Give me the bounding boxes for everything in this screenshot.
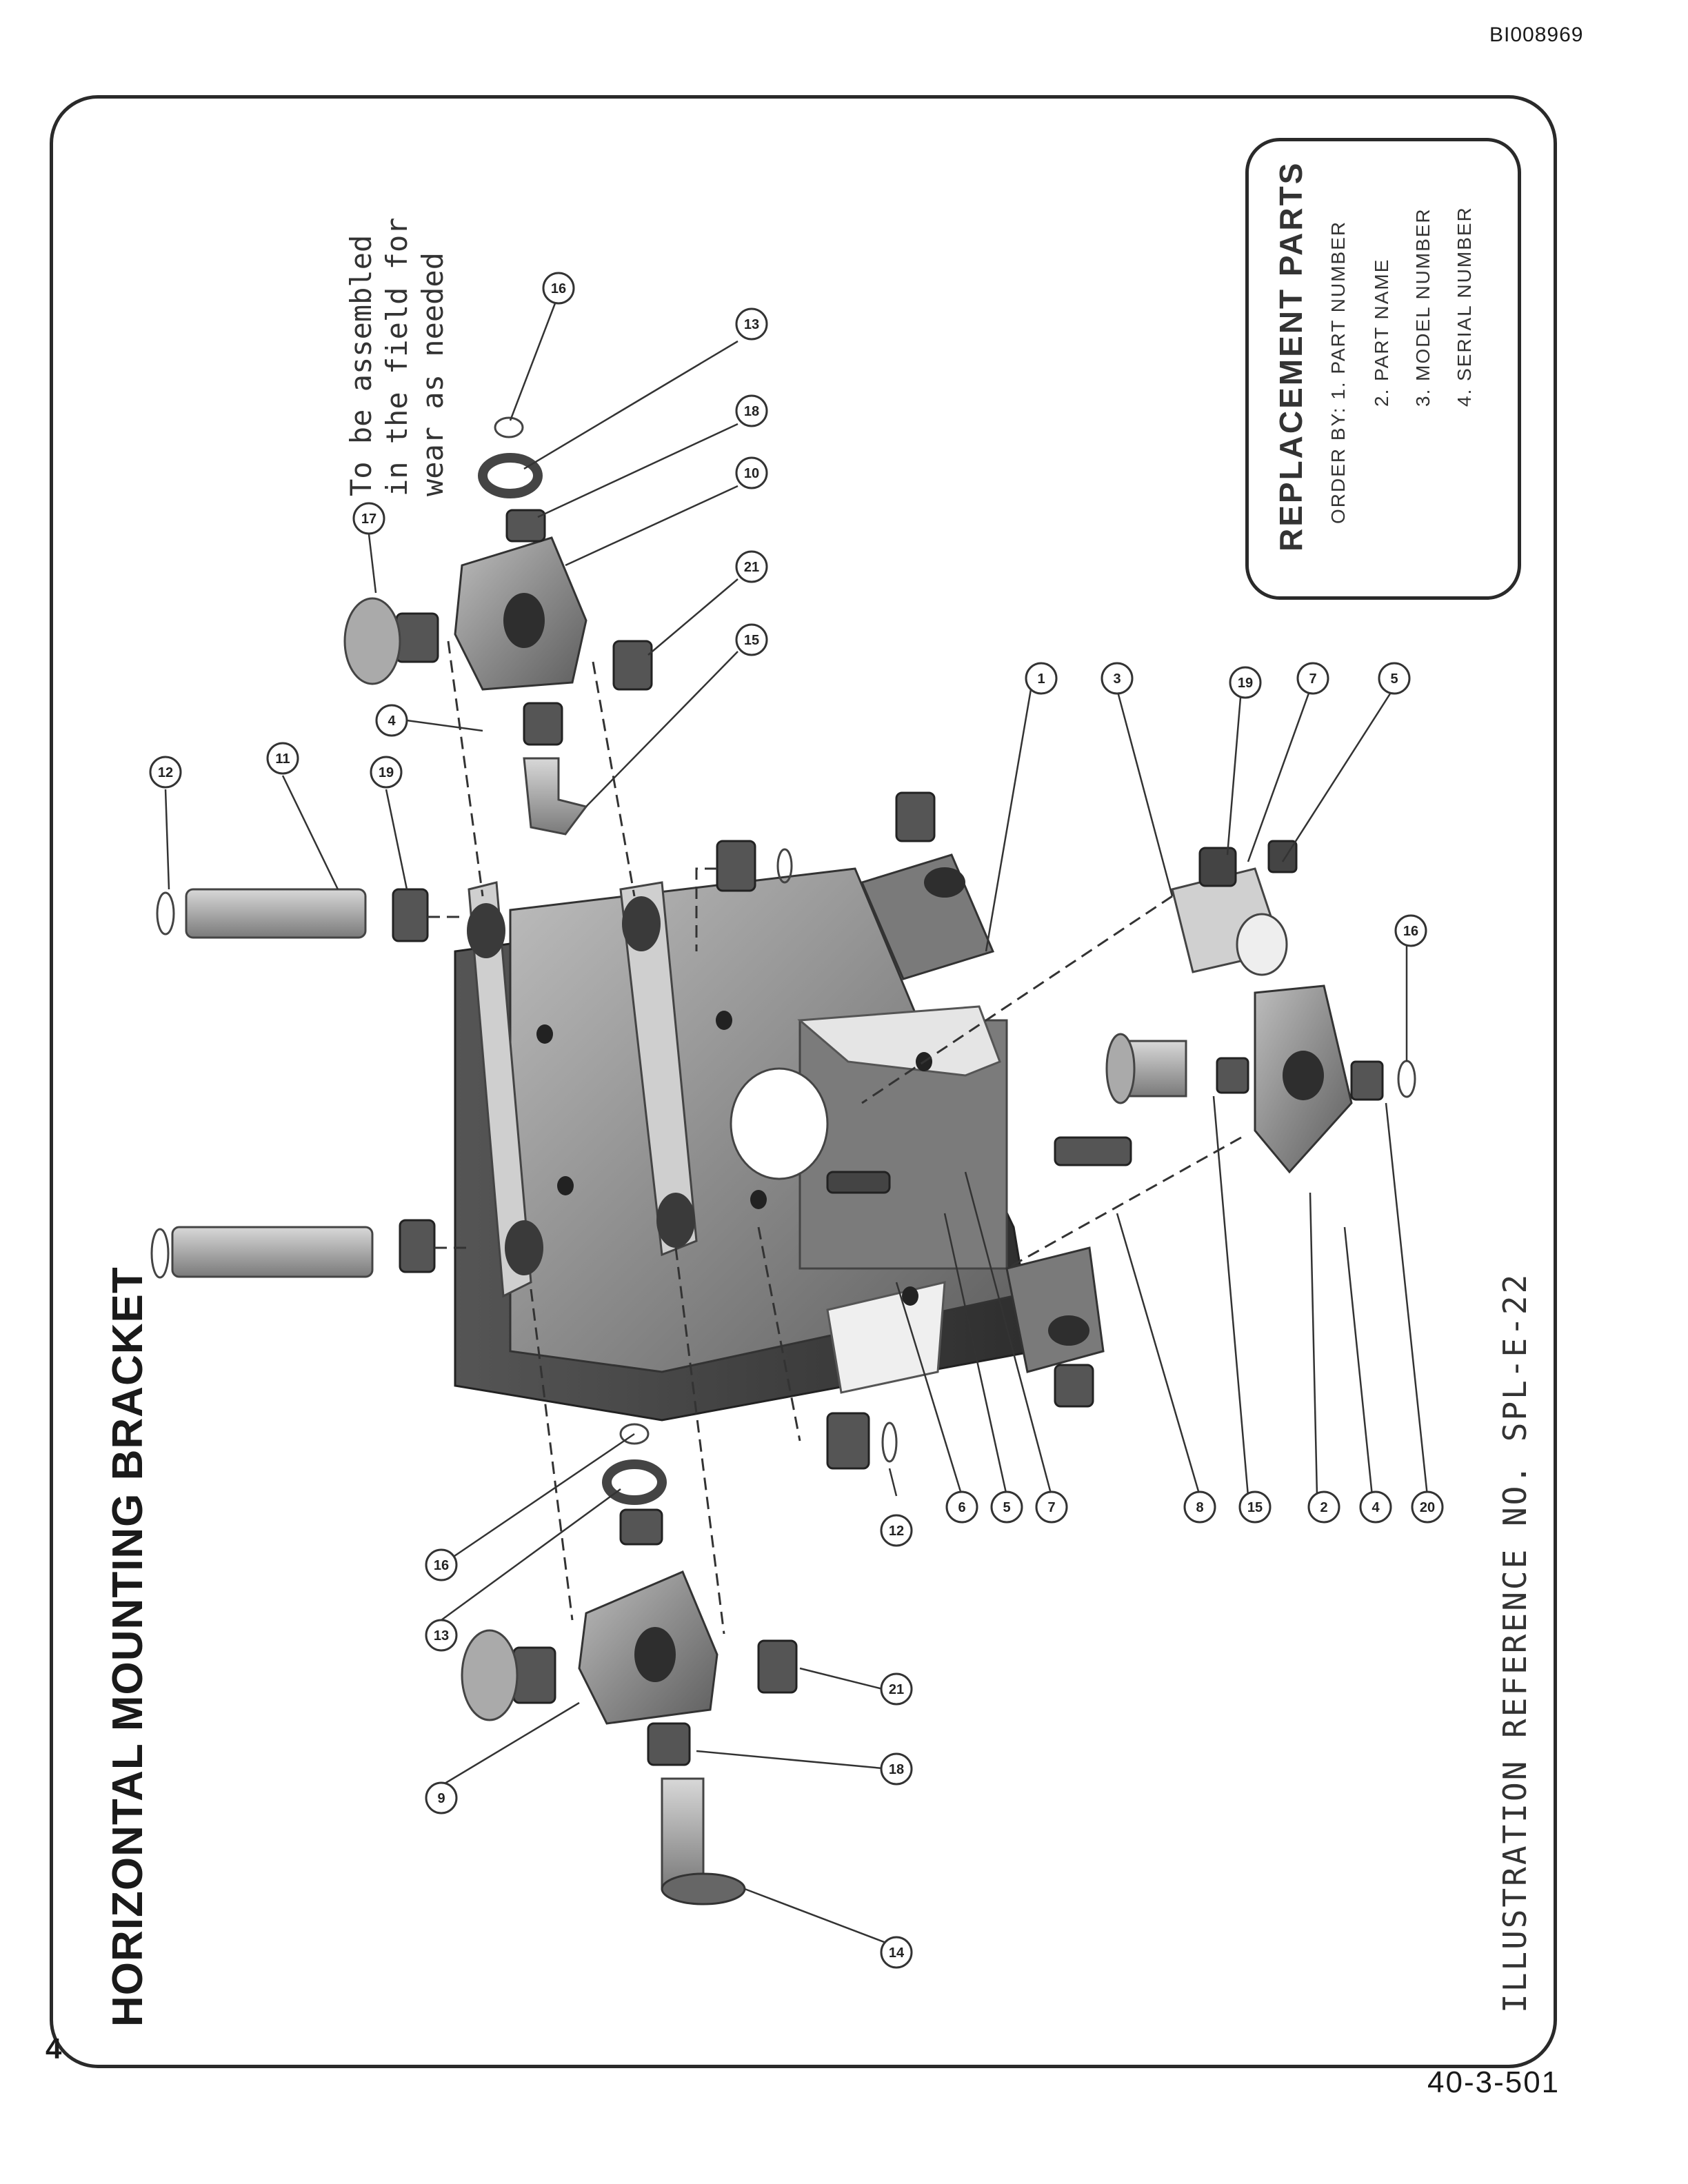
page-number: 4	[46, 2032, 62, 2065]
svg-text:17: 17	[361, 512, 376, 527]
svg-text:16: 16	[434, 1558, 449, 1573]
svg-text:18: 18	[889, 1762, 904, 1777]
right-yoke-assembly	[826, 840, 1416, 1194]
svg-text:15: 15	[744, 633, 759, 648]
svg-text:19: 19	[1238, 676, 1253, 691]
svg-text:12: 12	[158, 765, 173, 780]
svg-text:12: 12	[889, 1524, 904, 1539]
callout: 7	[1296, 662, 1329, 695]
svg-text:18: 18	[744, 404, 759, 419]
bracket-ears	[467, 853, 1105, 1373]
callout: 3	[1101, 662, 1134, 695]
callout: 8	[1183, 1490, 1216, 1524]
svg-text:2: 2	[1320, 1500, 1327, 1515]
svg-text:1: 1	[1037, 671, 1045, 687]
document-code: 40-3-501	[1427, 2065, 1560, 2099]
callout: 11	[266, 742, 299, 775]
callout: 2	[1307, 1490, 1340, 1524]
callout: 4	[1359, 1490, 1392, 1524]
svg-text:3: 3	[1113, 671, 1121, 687]
callout: 12	[149, 756, 182, 789]
bushings	[392, 791, 1094, 1470]
callout: 13	[425, 1619, 458, 1652]
callout: 18	[880, 1752, 913, 1786]
svg-text:10: 10	[744, 466, 759, 481]
assembly-guide-lines	[428, 640, 1242, 1635]
callout: 15	[735, 623, 768, 656]
callout-group: 12 11 19 17 16 13 18 10 21 15 4 1 3 19 7…	[149, 272, 1444, 1969]
callout: 5	[990, 1490, 1023, 1524]
svg-text:14: 14	[889, 1945, 905, 1961]
svg-text:11: 11	[275, 751, 290, 767]
svg-text:15: 15	[1247, 1500, 1263, 1515]
callout: 1	[1025, 662, 1058, 695]
replacement-parts-box	[1245, 138, 1521, 600]
svg-text:9: 9	[437, 1791, 445, 1806]
svg-text:21: 21	[889, 1682, 904, 1697]
callout: 7	[1035, 1490, 1068, 1524]
callout: 21	[880, 1672, 913, 1706]
svg-text:7: 7	[1047, 1500, 1055, 1515]
page-frame	[50, 95, 1557, 2068]
callout: 10	[735, 456, 768, 489]
svg-text:19: 19	[379, 765, 394, 780]
callout: 6	[945, 1490, 978, 1524]
leader-lines	[164, 303, 1429, 1945]
callout: 5	[1378, 662, 1411, 695]
callout: 14	[880, 1936, 913, 1969]
callout: 19	[1229, 666, 1262, 699]
svg-text:13: 13	[744, 317, 759, 332]
svg-text:13: 13	[434, 1628, 449, 1644]
svg-text:5: 5	[1390, 671, 1398, 687]
callout: 20	[1411, 1490, 1444, 1524]
callout: 18	[735, 394, 768, 427]
callout: 21	[735, 550, 768, 583]
svg-text:21: 21	[744, 560, 759, 575]
svg-text:20: 20	[1420, 1500, 1435, 1515]
upper-yoke-assembly	[343, 416, 653, 836]
callout: 4	[375, 704, 408, 737]
callout: 17	[352, 502, 385, 535]
svg-text:7: 7	[1309, 671, 1316, 687]
callout: 13	[735, 307, 768, 341]
svg-text:4: 4	[1372, 1500, 1380, 1515]
callout: 16	[425, 1548, 458, 1581]
callout: 19	[370, 756, 403, 789]
svg-text:6: 6	[958, 1500, 965, 1515]
callout: 12	[880, 1514, 913, 1547]
pins	[150, 888, 374, 1279]
svg-text:16: 16	[1403, 924, 1418, 939]
callout: 16	[542, 272, 575, 305]
callout: 9	[425, 1781, 458, 1814]
svg-text:16: 16	[551, 281, 566, 296]
svg-text:8: 8	[1196, 1500, 1203, 1515]
lower-yoke-assembly	[461, 1423, 798, 1905]
svg-text:4: 4	[388, 714, 396, 729]
svg-text:5: 5	[1003, 1500, 1010, 1515]
callout: 15	[1238, 1490, 1272, 1524]
document-id: BI008969	[1489, 23, 1584, 46]
callout: 16	[1394, 914, 1427, 947]
